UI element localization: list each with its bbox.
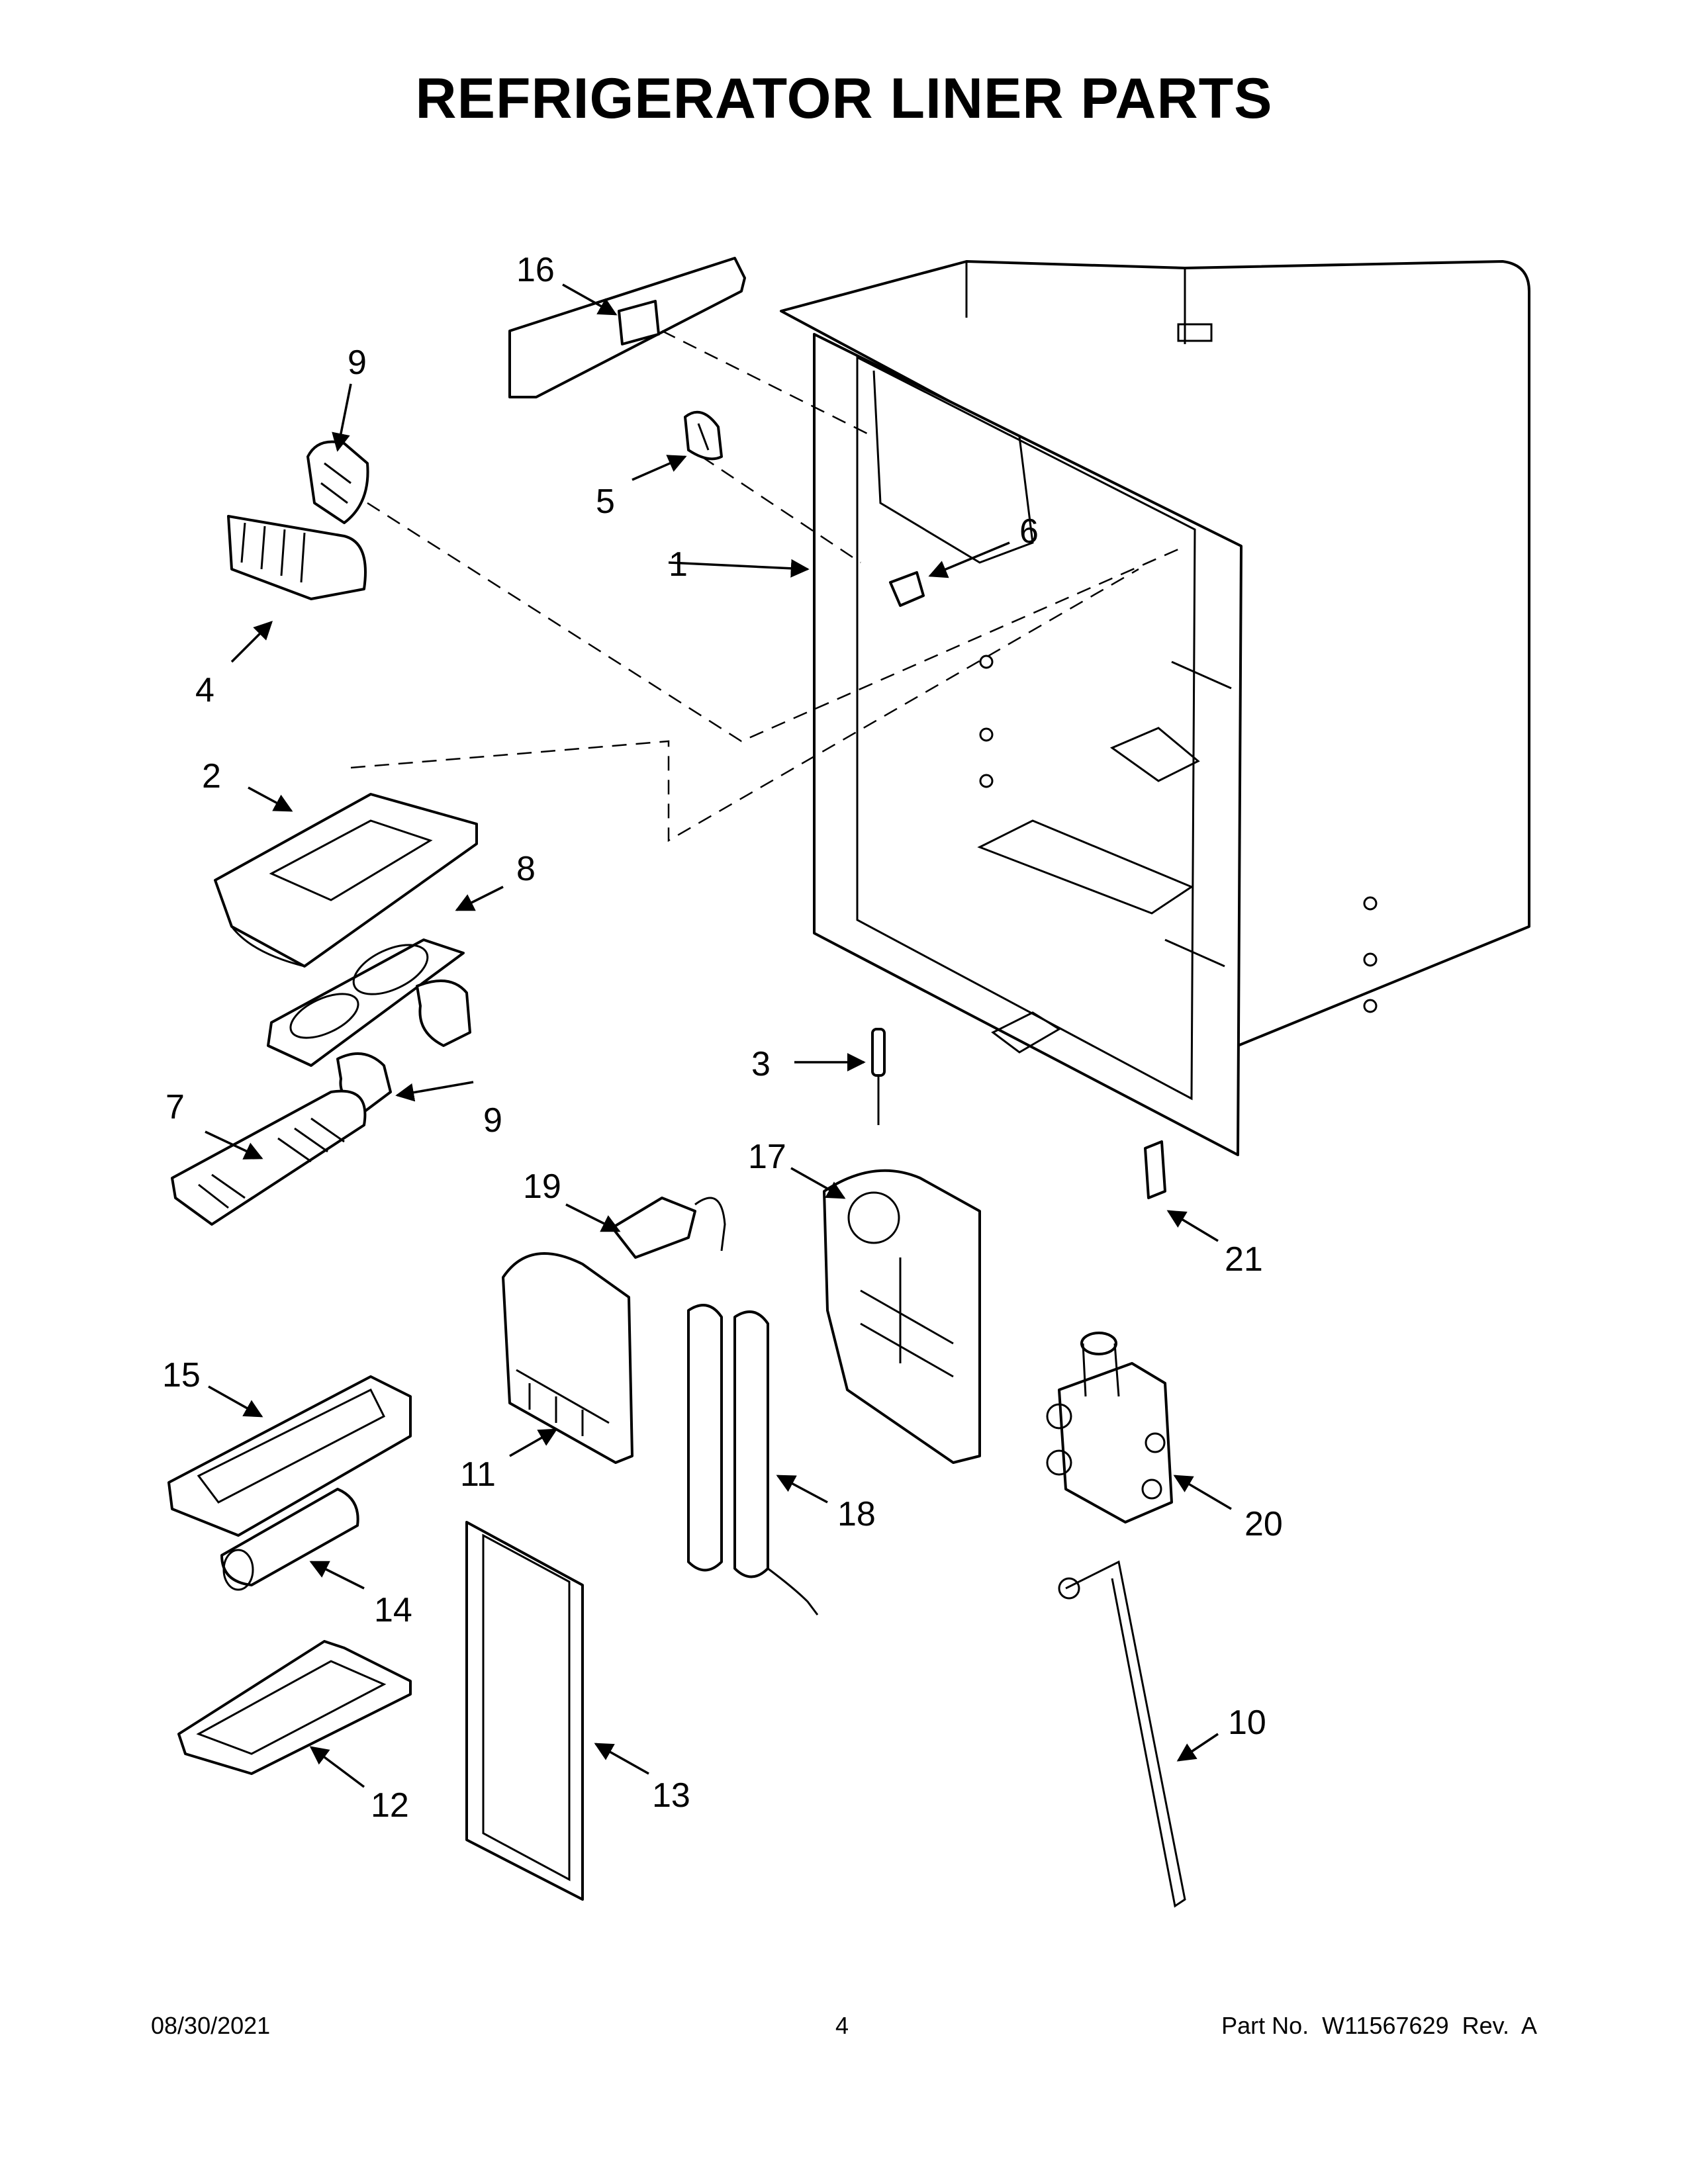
part-14-filter [220,1488,359,1591]
part-17-bracket [823,1169,981,1464]
part-6 [889,571,925,607]
part-13-panel [465,1521,584,1901]
leader-lines [205,283,1232,1788]
part-10-tube [1058,1560,1186,1908]
callout-11: 11 [460,1455,496,1494]
part-11-duct [502,1252,633,1464]
assembly-dashed-lines [350,330,1179,842]
callout-21: 21 [1225,1240,1263,1279]
callout-3: 3 [751,1045,771,1083]
part-2-tray [214,793,478,968]
callout-15: 15 [162,1356,201,1394]
callout-4: 4 [195,671,214,709]
part-15-housing [167,1375,412,1537]
part-3-probe [871,1028,886,1125]
footer-part-number: Part No. W11567629 Rev. A [1221,2012,1537,2039]
callout-13: 13 [652,1776,690,1815]
callout-9a: 9 [348,343,367,382]
callout-19: 19 [523,1167,561,1206]
part-19-sensor [611,1197,726,1259]
callout-6: 6 [1019,512,1039,551]
part-8 [267,938,465,1067]
callout-7: 7 [165,1088,185,1126]
callout-labels: 1 2 3 4 5 6 7 8 9 9 10 11 12 13 14 15 16… [162,251,1283,1825]
callout-1: 1 [669,545,688,584]
part-21-switch [1144,1140,1166,1199]
callout-5: 5 [596,482,615,521]
part-20-valve [1046,1332,1173,1524]
callout-10: 10 [1228,1704,1266,1742]
callout-18: 18 [837,1495,876,1533]
callout-9b: 9 [483,1101,502,1140]
part-4 [227,515,367,600]
callout-12: 12 [371,1786,409,1825]
part-12-cover [177,1640,412,1775]
callout-14: 14 [374,1591,412,1629]
footer-page-number: 4 [835,2012,849,2039]
footer-date: 08/30/2021 [151,2012,271,2039]
callout-8: 8 [516,850,536,888]
part-16-cover [508,257,746,398]
callout-2: 2 [202,757,221,796]
callout-17: 17 [748,1138,786,1176]
part-liner [780,260,1530,1156]
part-9-top [306,440,369,524]
part-18-heater [687,1304,819,1615]
part-7-grille [171,1089,367,1226]
callout-20: 20 [1244,1505,1283,1543]
callout-16: 16 [516,251,555,289]
part-5 [684,410,723,461]
page-title: REFRIGERATOR LINER PARTS [415,67,1273,130]
